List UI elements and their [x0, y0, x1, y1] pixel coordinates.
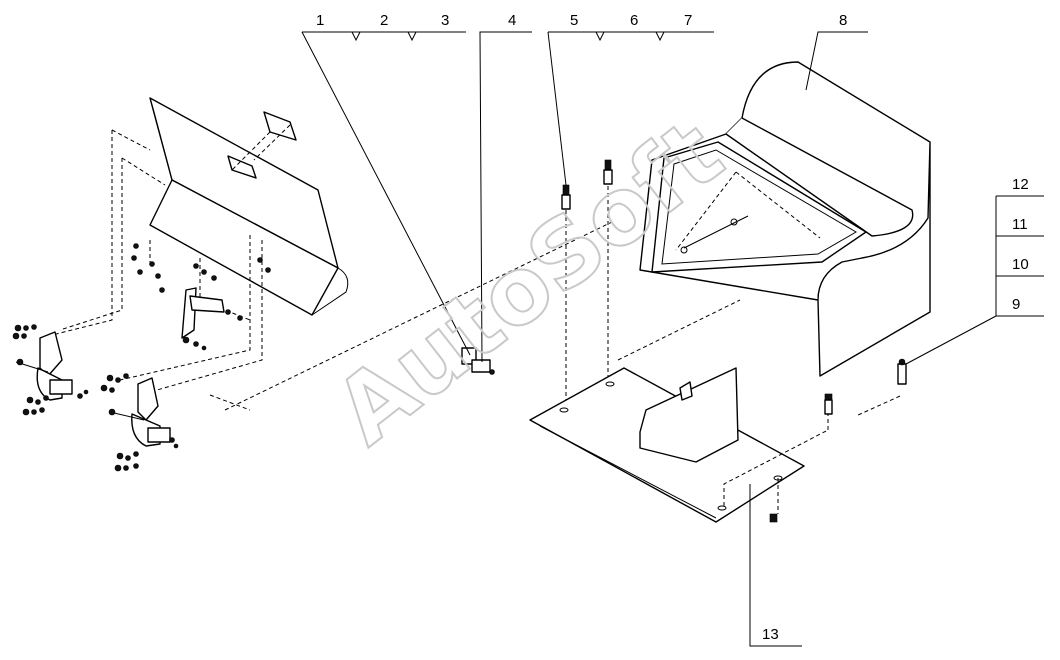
callout-10: 10 [1012, 256, 1029, 273]
assembly-guide-lines-left [39, 129, 613, 411]
hinge-bracket-right [108, 377, 171, 447]
lid-panel [149, 97, 349, 316]
bolt-stack [769, 358, 907, 523]
callout-4: 4 [508, 12, 516, 29]
hinge-bracket-left [15, 331, 73, 401]
callout-1: 1 [316, 12, 324, 29]
callout-leaders [301, 31, 1044, 647]
callout-labels: 1 2 3 4 5 6 7 8 12 11 10 9 13 [316, 12, 1029, 643]
callout-6: 6 [630, 12, 638, 29]
callout-9: 9 [1012, 296, 1020, 313]
housing-cover [639, 61, 931, 377]
fastener-cluster-right [100, 373, 179, 472]
callout-3: 3 [441, 12, 449, 29]
callout-7: 7 [684, 12, 692, 29]
callout-11: 11 [1012, 216, 1028, 233]
callout-13: 13 [762, 626, 779, 643]
base-tray [529, 367, 901, 523]
fastener-cluster-left [12, 324, 89, 416]
callout-5: 5 [570, 12, 578, 29]
callout-8: 8 [839, 12, 847, 29]
fastener-cluster-center [131, 243, 271, 351]
latch-assembly [461, 347, 495, 375]
callout-12: 12 [1012, 176, 1029, 193]
support-arm [181, 287, 225, 344]
stud-bolts [561, 159, 741, 400]
callout-2: 2 [380, 12, 388, 29]
